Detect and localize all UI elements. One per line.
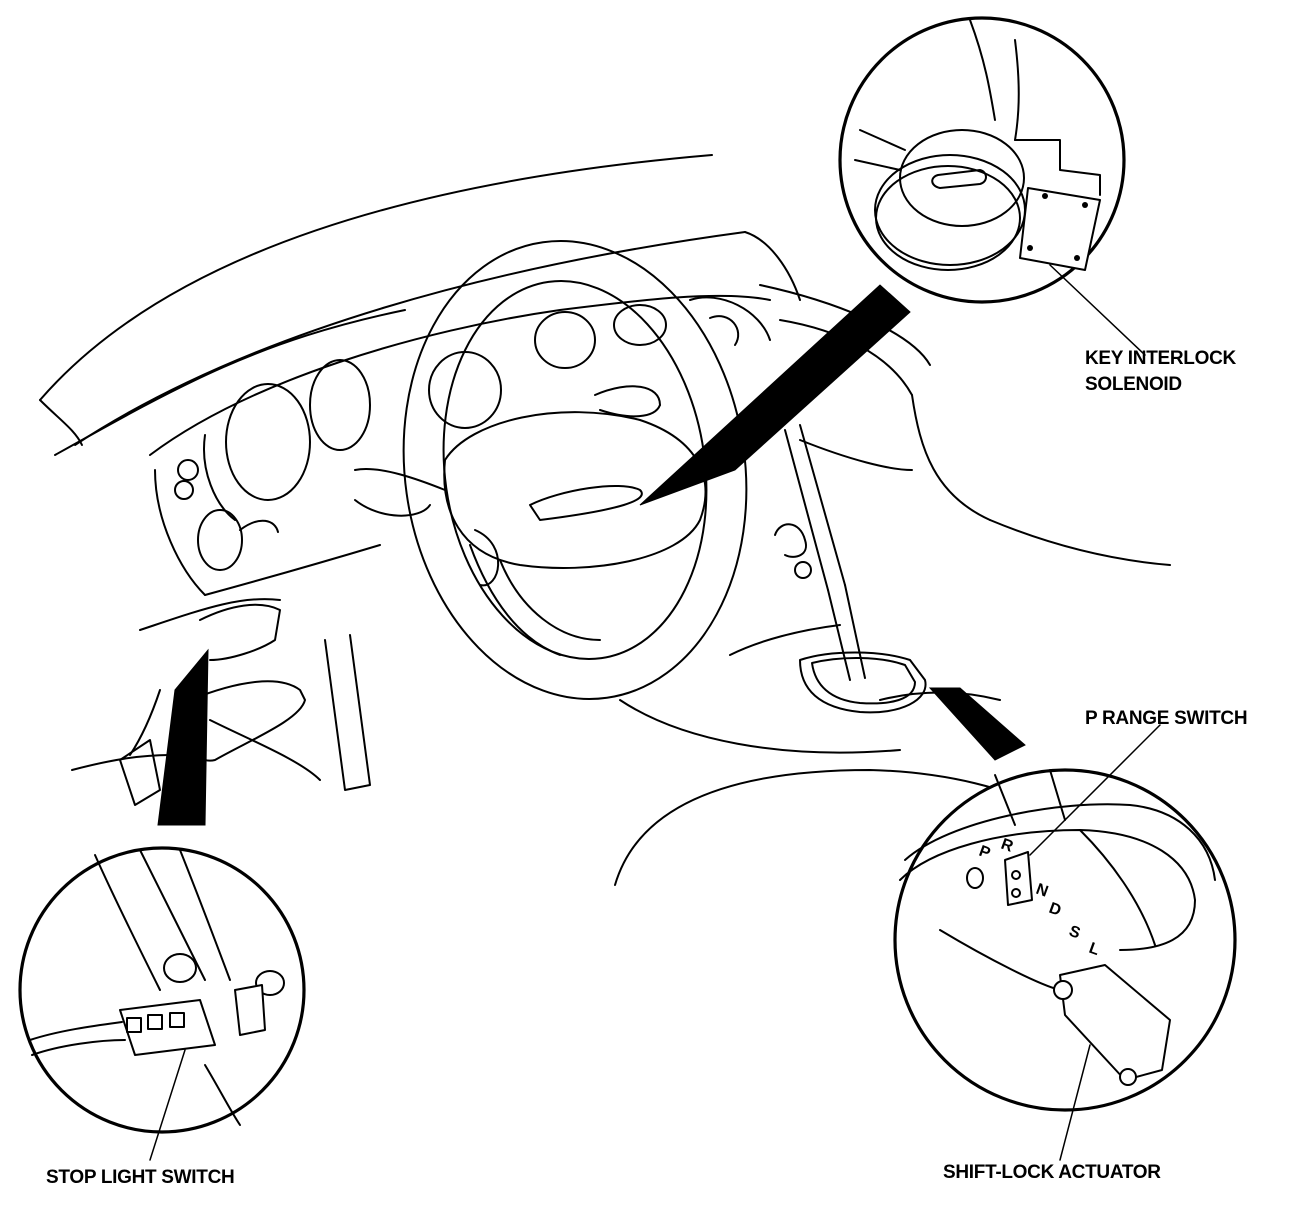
gear-letter-n: N: [1034, 881, 1051, 901]
callout-connector-bands: [157, 284, 1026, 826]
callout-labels: KEY INTERLOCK SOLENOID P RANGE SWITCH ST…: [46, 348, 1248, 1188]
label-stop-light-switch: STOP LIGHT SWITCH: [46, 1167, 234, 1188]
label-key-interlock-line2: SOLENOID: [1085, 374, 1182, 395]
label-p-range-switch: P RANGE SWITCH: [1085, 708, 1247, 729]
stop-light-switch-detail: [18, 846, 306, 1161]
gear-letter-d: D: [1047, 900, 1064, 920]
dashboard-illustration: [39, 154, 1171, 886]
label-key-interlock-line1: KEY INTERLOCK: [1085, 348, 1237, 369]
key-interlock-detail: [838, 16, 1146, 356]
label-shift-lock-actuator: SHIFT-LOCK ACTUATOR: [943, 1162, 1161, 1183]
shifter-detail: P R N D S L: [893, 724, 1237, 1161]
